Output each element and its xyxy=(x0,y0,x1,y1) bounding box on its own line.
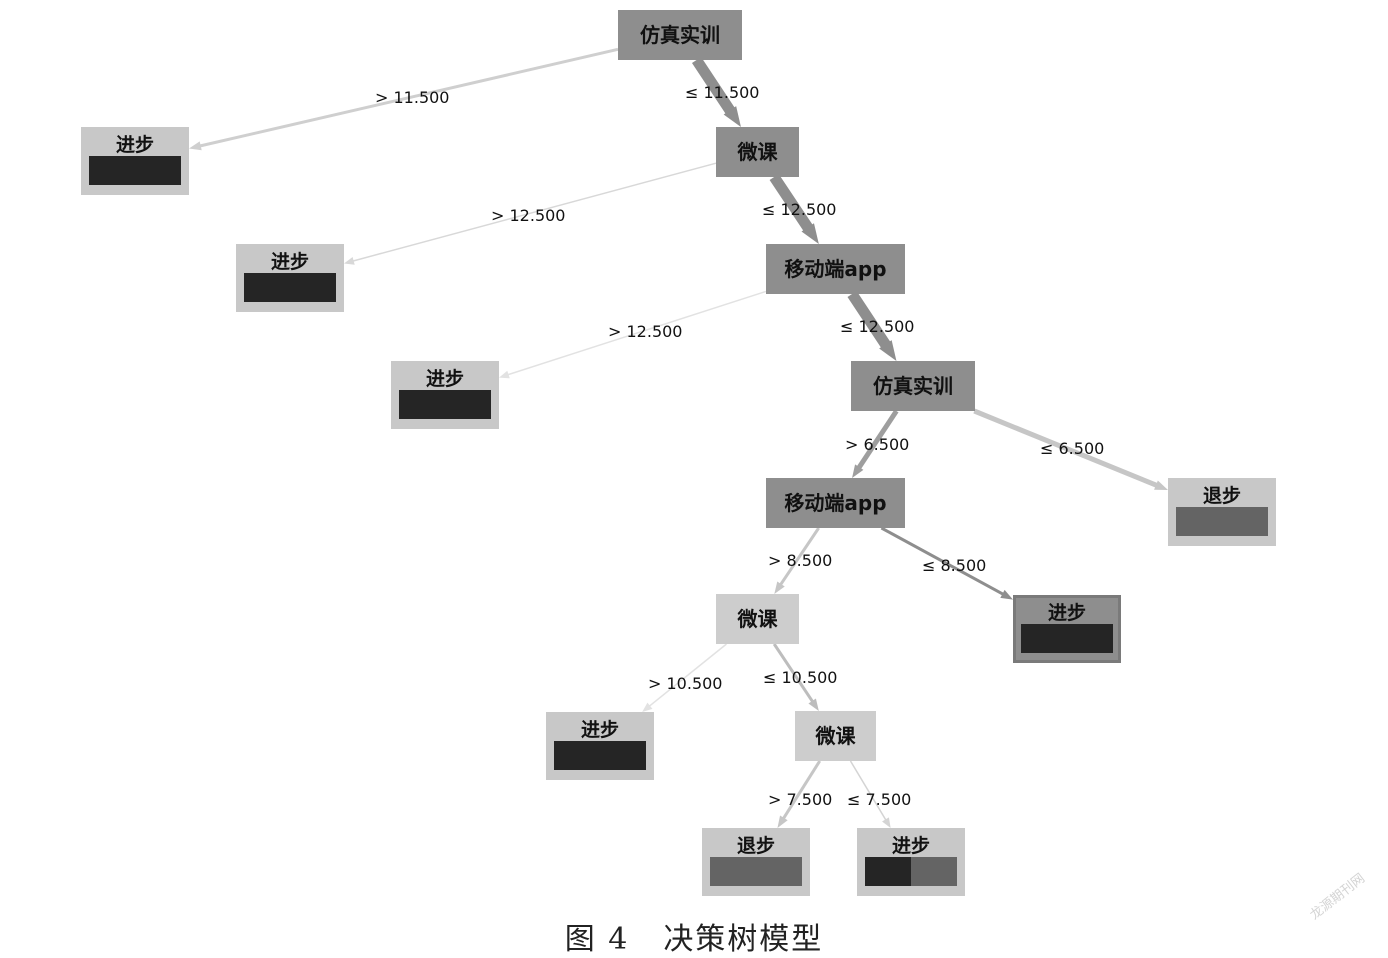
class-distribution-bar xyxy=(865,857,957,886)
split-node-n3: 仿真实训 xyxy=(851,361,975,411)
leaf-node-l4: 退步 xyxy=(1168,478,1276,546)
class-share-segment xyxy=(244,273,336,302)
edge-line-n0-l1 xyxy=(198,47,619,148)
edge-arrowhead-n2-l3 xyxy=(499,370,510,379)
edge-arrowhead-n3-l4 xyxy=(1154,480,1168,490)
edge-condition-label: ≤ 10.500 xyxy=(763,668,838,687)
class-share-segment xyxy=(1176,507,1268,536)
edge-arrowhead-n6-l7 xyxy=(777,815,788,828)
edge-line-n5-l6 xyxy=(647,643,727,708)
edge-arrowhead-n1-l2 xyxy=(344,256,355,265)
edge-condition-label: > 6.500 xyxy=(845,435,910,454)
edge-line-n3-n4 xyxy=(856,409,899,471)
split-node-n6: 微课 xyxy=(795,711,876,761)
class-distribution-bar xyxy=(1176,507,1268,536)
edge-line-n3-l4 xyxy=(973,408,1159,489)
class-share-segment xyxy=(399,390,491,419)
edge-condition-label: > 12.500 xyxy=(608,322,683,341)
edge-condition-label: > 8.500 xyxy=(768,551,833,570)
edge-arrowhead-n5-l6 xyxy=(642,702,653,712)
leaf-class-label: 退步 xyxy=(736,835,775,857)
leaf-class-label: 进步 xyxy=(115,134,154,156)
leaf-node-l6: 进步 xyxy=(546,712,654,780)
figure-title: 决策树模型 xyxy=(663,922,824,957)
leaf-class-label: 进步 xyxy=(891,835,930,857)
edge-condition-label: ≤ 8.500 xyxy=(922,556,987,575)
class-share-segment xyxy=(554,741,646,770)
class-distribution-bar xyxy=(399,390,491,419)
edge-arrowhead-n0-l1 xyxy=(189,141,202,151)
edge-condition-label: ≤ 7.500 xyxy=(847,790,912,809)
edge-arrowhead-n6-l8 xyxy=(882,817,891,828)
leaf-node-l8: 进步 xyxy=(857,828,965,896)
leaf-node-l1: 进步 xyxy=(81,127,189,195)
leaf-node-l2: 进步 xyxy=(236,244,344,312)
leaf-node-l3: 进步 xyxy=(391,361,499,429)
edge-arrowhead-n4-n5 xyxy=(774,581,785,594)
edge-condition-label: > 11.500 xyxy=(375,88,450,107)
leaf-node-l5: 进步 xyxy=(1013,595,1121,663)
split-node-n2: 移动端app xyxy=(766,244,905,294)
edge-line-n0-n1 xyxy=(691,56,736,116)
class-distribution-bar xyxy=(89,156,181,185)
edge-condition-label: > 12.500 xyxy=(491,206,566,225)
leaf-class-label: 进步 xyxy=(270,251,309,273)
edge-condition-label: > 10.500 xyxy=(648,674,723,693)
class-share-segment xyxy=(865,857,911,886)
edge-line-n1-n2 xyxy=(769,173,814,233)
edge-line-n2-n3 xyxy=(847,290,892,350)
class-distribution-bar xyxy=(1021,624,1113,653)
edge-arrowhead-n3-n4 xyxy=(852,464,864,478)
split-node-n1: 微课 xyxy=(716,127,799,177)
edge-line-n1-l2 xyxy=(351,162,717,263)
edge-arrowhead-n5-n6 xyxy=(808,698,819,711)
class-share-segment xyxy=(710,857,802,886)
edge-line-n2-l3 xyxy=(506,290,767,376)
edge-line-n5-n6 xyxy=(772,643,815,704)
edge-line-n4-n5 xyxy=(778,527,820,587)
edge-condition-label: > 7.500 xyxy=(768,790,833,809)
edge-line-n4-l5 xyxy=(880,526,1005,597)
class-share-segment xyxy=(89,156,181,185)
leaf-class-label: 退步 xyxy=(1202,485,1241,507)
edge-condition-label: ≤ 6.500 xyxy=(1040,439,1105,458)
class-distribution-bar xyxy=(244,273,336,302)
edge-arrowhead-n0-n1 xyxy=(723,106,741,127)
class-distribution-bar xyxy=(554,741,646,770)
split-node-n4: 移动端app xyxy=(766,478,905,528)
edge-arrowhead-n2-n3 xyxy=(879,340,897,361)
leaf-class-label: 进步 xyxy=(425,368,464,390)
leaf-class-label: 进步 xyxy=(1047,602,1086,624)
figure-number: 图 4 xyxy=(564,922,630,957)
class-share-segment xyxy=(911,857,957,886)
edge-condition-label: ≤ 12.500 xyxy=(840,317,915,336)
edge-arrowhead-n4-l5 xyxy=(1000,589,1013,600)
class-share-segment xyxy=(1021,624,1113,653)
figure-caption: 图 4 决策树模型 xyxy=(0,914,1388,958)
edge-line-n6-l7 xyxy=(781,760,821,821)
edge-arrowhead-n1-n2 xyxy=(801,223,819,244)
leaf-class-label: 进步 xyxy=(580,719,619,741)
edge-condition-label: ≤ 12.500 xyxy=(762,200,837,219)
edge-condition-label: ≤ 11.500 xyxy=(685,83,760,102)
split-node-n0: 仿真实训 xyxy=(618,10,742,60)
edge-line-n6-l8 xyxy=(849,760,888,822)
leaf-node-l7: 退步 xyxy=(702,828,810,896)
class-distribution-bar xyxy=(710,857,802,886)
split-node-n5: 微课 xyxy=(716,594,799,644)
